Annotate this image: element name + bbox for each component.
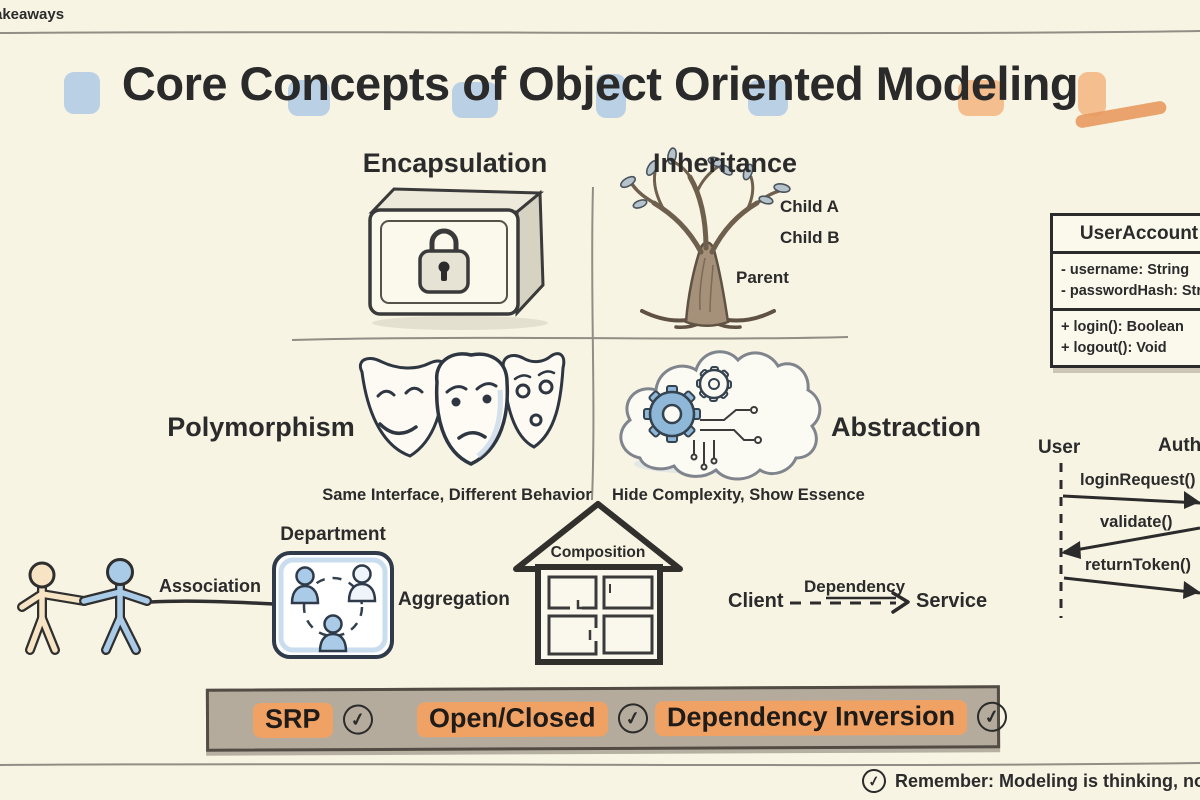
title-highlight <box>1078 72 1106 116</box>
bottom-rule-line <box>0 762 1200 767</box>
uml-method: + logout(): Void <box>1061 340 1167 357</box>
inheritance-label: Inheritance <box>652 148 798 178</box>
top-rule-line <box>0 30 1200 35</box>
uml-methods: + login(): Boolean + logout(): Void <box>1053 308 1200 365</box>
title-highlight <box>452 82 498 118</box>
lockbox-icon <box>368 187 548 330</box>
service-label: Service <box>916 590 988 612</box>
uml-class-box: UserAccount - username: String - passwor… <box>1050 213 1200 369</box>
house-icon <box>513 501 683 665</box>
person-figure-blue <box>79 558 152 655</box>
dependency-arrow <box>790 591 910 614</box>
sequence-message-3: returnToken() <box>1085 556 1192 574</box>
association-line <box>149 599 275 606</box>
check-icon: ✓ <box>615 700 650 736</box>
principle-open-closed: Open/Closed ✓ <box>416 700 650 737</box>
inheritance-child-b-label: Child B <box>780 228 840 247</box>
abstraction-caption: Hide Complexity, Show Essence <box>612 486 865 504</box>
abstraction-label: Abstraction <box>830 412 982 442</box>
inheritance-parent-label: Parent <box>736 268 789 287</box>
principle-dependency-inversion-label: Dependency Inversion <box>654 699 968 736</box>
remember-note: ✓ Remember: Modeling is thinking, not ju… <box>860 767 1200 795</box>
composition-label: Composition <box>550 544 646 561</box>
check-icon: ✓ <box>860 767 888 795</box>
association-label: Association <box>158 576 262 596</box>
gear-large-icon <box>643 385 701 443</box>
person-figure-tan <box>17 561 89 655</box>
uml-attributes: - username: String - passwordHash: Stri <box>1053 254 1200 308</box>
mask-worried <box>434 352 510 466</box>
title-highlight <box>288 80 330 116</box>
gear-small-icon <box>696 366 732 402</box>
circuit-traces-icon <box>690 406 762 471</box>
sequence-message-1: loginRequest() <box>1080 471 1196 489</box>
sequence-actor-user: User <box>1038 437 1081 458</box>
principle-srp: SRP ✓ <box>252 702 375 738</box>
corner-label: akeaways <box>0 6 65 23</box>
door-notch <box>588 628 598 641</box>
horizontal-divider-line <box>291 336 849 341</box>
dashed-group-circle <box>302 576 364 638</box>
check-icon: ✓ <box>340 702 375 738</box>
polymorphism-caption: Same Interface, Different Behavior <box>322 486 592 504</box>
title-highlight <box>596 74 626 118</box>
uml-class-name: UserAccount <box>1053 216 1200 254</box>
aggregation-label: Aggregation <box>398 589 510 610</box>
tree-icon <box>619 147 791 329</box>
dependency-label: Dependency <box>804 577 906 596</box>
title-highlight <box>958 80 1004 116</box>
uml-attribute: - passwordHash: Stri <box>1061 283 1200 300</box>
mask-surprised <box>501 352 566 449</box>
sequence-actor-authservice: AuthS <box>1158 435 1200 456</box>
inheritance-child-a-label: Child A <box>780 197 839 216</box>
page-title: Core Concepts of Object Oriented Modelin… <box>121 57 1079 110</box>
principle-dependency-inversion: Dependency Inversion ✓ <box>654 699 1010 736</box>
tree-leaves <box>619 147 791 209</box>
department-members-icon <box>290 564 377 653</box>
uml-attribute: - username: String <box>1061 262 1190 278</box>
principles-banner: SRP ✓ Open/Closed ✓ Dependency Inversion… <box>205 685 1010 752</box>
remember-note-text: Remember: Modeling is thinking, not jus <box>895 770 1200 791</box>
title-highlight <box>64 72 100 114</box>
sequence-message-arrow-2 <box>1061 526 1200 559</box>
padlock-icon <box>418 228 470 294</box>
masks-icon <box>359 352 566 466</box>
vertical-divider-line <box>591 186 595 501</box>
sequence-message-2: validate() <box>1100 513 1173 531</box>
sequence-message-arrow-3 <box>1063 576 1200 599</box>
principle-open-closed-label: Open/Closed <box>416 700 608 737</box>
department-box <box>272 551 394 659</box>
department-label: Department <box>280 524 386 545</box>
encapsulation-label: Encapsulation <box>362 148 548 178</box>
client-label: Client <box>728 590 784 612</box>
principle-srp-label: SRP <box>252 702 333 738</box>
cloud-gears-icon <box>619 350 822 481</box>
sequence-message-arrow-1 <box>1062 491 1200 509</box>
door-notch <box>570 600 582 610</box>
check-icon: ✓ <box>974 699 1010 735</box>
sequence-diagram <box>1059 463 1200 618</box>
uml-method: + login(): Boolean <box>1061 319 1184 336</box>
polymorphism-label: Polymorphism <box>167 412 355 442</box>
title-highlight <box>748 80 788 116</box>
